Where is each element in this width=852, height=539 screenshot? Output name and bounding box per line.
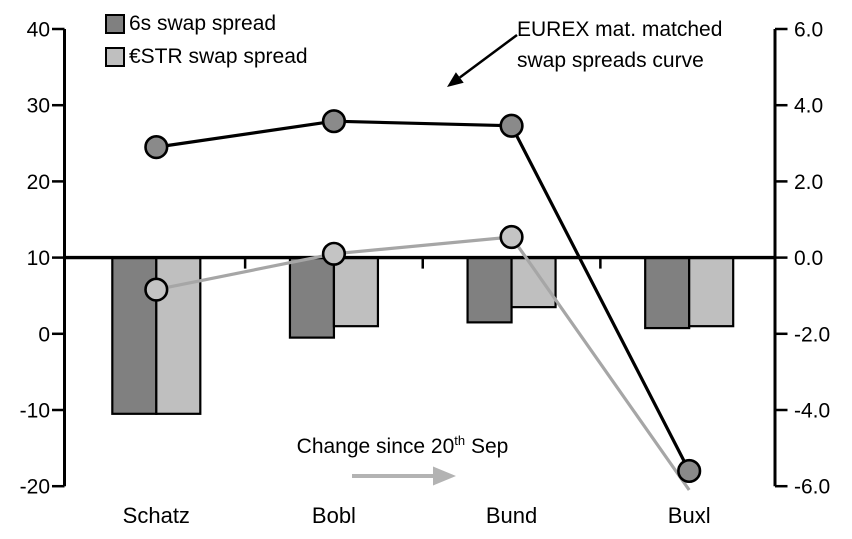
legend-swatch-6s-icon xyxy=(105,13,125,34)
left-axis-label: -10 xyxy=(20,400,50,423)
estr-curve-line xyxy=(155,235,691,491)
eurex-arrow-shaft xyxy=(459,33,518,79)
change-annotation-prefix: Change since 20 xyxy=(296,435,455,458)
left-axis-label: 20 xyxy=(27,171,50,194)
category-label-bund: Bund xyxy=(486,503,537,528)
legend-label-estr: €STR swap spread xyxy=(129,45,308,68)
eurex-annotation-line2: swap spreads curve xyxy=(517,49,704,72)
6s-curve-line xyxy=(156,119,691,472)
category-label-bobl: Bobl xyxy=(312,503,356,528)
change-arrow-head-icon xyxy=(433,466,456,486)
bar-6s-bund xyxy=(466,256,513,324)
bar-6s-bobl xyxy=(288,256,336,339)
category-label-schatz: Schatz xyxy=(123,503,190,528)
left-axis-label: 40 xyxy=(27,19,50,42)
legend-item-estr: €STR swap spread xyxy=(105,45,308,68)
6s-marker-buxl xyxy=(677,458,702,484)
left-axis-label: 10 xyxy=(27,247,50,270)
right-axis-label: -6.0 xyxy=(794,476,830,499)
bar-estr-bobl xyxy=(332,256,380,328)
right-axis-label: 6.0 xyxy=(794,19,823,42)
estr-marker-bobl xyxy=(321,241,347,266)
legend-swatch-estr-icon xyxy=(105,46,125,67)
change-annotation-suffix: Sep xyxy=(465,435,509,458)
estr-marker-bund xyxy=(499,224,524,250)
bar-estr-bund xyxy=(510,256,557,309)
6s-marker-bund xyxy=(499,113,524,138)
left-axis-label: 30 xyxy=(27,95,50,118)
eurex-annotation: EUREX mat. matched swap spreads curve xyxy=(517,14,722,76)
left-axis-label: 0 xyxy=(38,323,50,346)
category-label-buxl: Buxl xyxy=(668,503,711,528)
eurex-annotation-line1: EUREX mat. matched xyxy=(517,18,723,41)
bar-6s-buxl xyxy=(644,256,691,330)
eurex-arrow-head-icon xyxy=(447,72,464,87)
legend: 6s swap spread €STR swap spread xyxy=(105,12,308,78)
estr-marker-schatz xyxy=(144,277,169,302)
right-axis-label: 0.0 xyxy=(794,247,823,270)
legend-label-6s: 6s swap spread xyxy=(129,12,277,35)
right-axis-label: 4.0 xyxy=(794,95,823,118)
change-annotation: Change since 20th Sep xyxy=(280,433,525,459)
legend-item-6s: 6s swap spread xyxy=(105,12,308,35)
left-axis-label: -20 xyxy=(20,476,50,499)
bar-estr-buxl xyxy=(688,256,735,328)
right-axis-label: -2.0 xyxy=(794,323,830,346)
6s-marker-schatz xyxy=(144,135,169,160)
right-axis-label: 2.0 xyxy=(794,171,823,194)
6s-marker-bobl xyxy=(321,109,347,134)
change-annotation-sup: th xyxy=(454,433,466,448)
right-axis-label: -4.0 xyxy=(794,400,830,423)
